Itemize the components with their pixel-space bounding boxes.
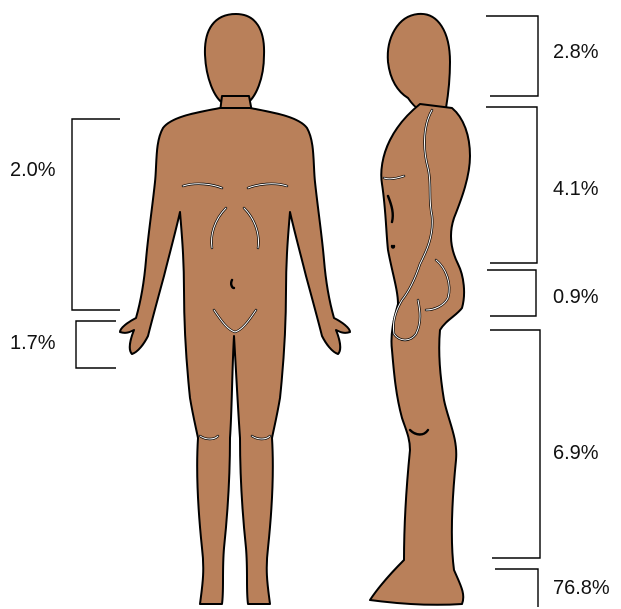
bracket-label-side-torso: 4.1% [553, 178, 599, 200]
bracket-label-front-torso: 2.0% [10, 159, 56, 181]
front-brackets: 2.0% 1.7% [10, 119, 120, 368]
side-brackets: 2.8% 4.1% 0.9% 6.9% 76.8% [486, 16, 610, 607]
bracket-side-foot: 76.8% [495, 569, 610, 607]
bracket-side-buttock: 0.9% [487, 270, 599, 316]
side-view-figure [370, 14, 470, 605]
bracket-label-side-thigh: 6.9% [553, 442, 599, 464]
side-head [388, 14, 450, 110]
front-head [205, 14, 264, 104]
bracket-side-torso: 4.1% [486, 107, 599, 263]
front-view-figure [120, 14, 350, 604]
bracket-side-thigh: 6.9% [490, 330, 599, 558]
bracket-front-pelvis: 1.7% [10, 321, 116, 368]
front-body [120, 108, 350, 604]
bracket-side-head: 2.8% [486, 16, 599, 96]
bracket-label-side-head: 2.8% [553, 41, 599, 63]
bracket-label-front-pelvis: 1.7% [10, 332, 56, 354]
bracket-label-side-buttock: 0.9% [553, 286, 599, 308]
bracket-label-side-foot: 76.8% [553, 577, 610, 599]
bracket-front-torso: 2.0% [10, 119, 120, 310]
